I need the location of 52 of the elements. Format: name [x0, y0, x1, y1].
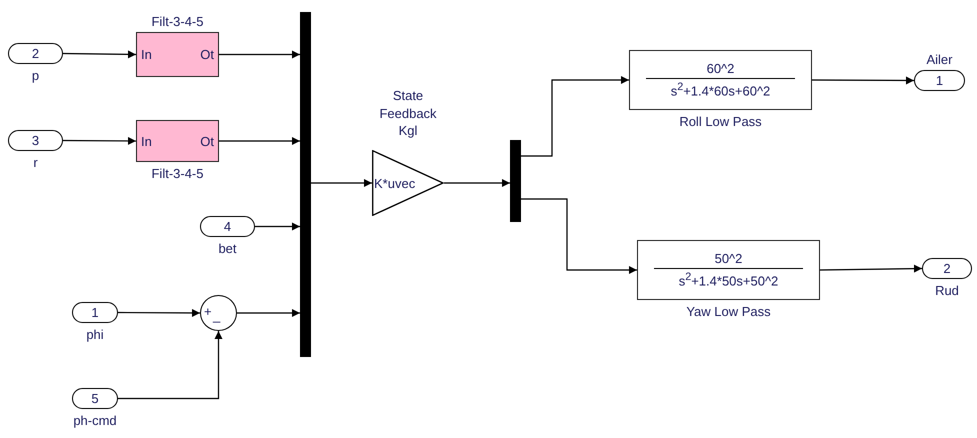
bus-bar	[300, 12, 311, 357]
signal-arrow	[63, 50, 136, 58]
port-label: In	[141, 134, 152, 148]
filter-block	[136, 32, 219, 77]
port-block: 5	[72, 388, 118, 409]
sign-label: +	[204, 305, 212, 318]
transfer-function-block	[629, 50, 812, 110]
block-label: Filt-3-4-5	[151, 13, 204, 31]
signal-arrow	[812, 76, 914, 84]
signal-arrow	[255, 222, 300, 230]
block-label: State Feedback Kgl	[378, 87, 438, 140]
denominator: s$^{2}$+1.4*60s+60^2	[670, 81, 770, 99]
signal-arrow	[219, 137, 300, 145]
signal-arrow	[118, 308, 200, 317]
port-label: Ot	[200, 47, 214, 62]
signal-arrow	[311, 179, 372, 187]
port-block: 1	[72, 302, 118, 323]
signal-arrow	[237, 309, 300, 317]
transfer-function-block	[637, 240, 820, 300]
block-label: Filt-3-4-5	[151, 165, 204, 183]
signal-arrow	[118, 331, 222, 400]
numerator: 50^2	[714, 251, 742, 266]
block-label: Yaw Low Pass	[686, 303, 771, 321]
filter-block	[136, 120, 219, 162]
sign-label: _	[213, 309, 220, 322]
gain-triangle	[372, 150, 444, 216]
signal-arrow	[63, 136, 136, 145]
port-block: 3	[8, 130, 63, 151]
signal-arrow	[219, 50, 300, 58]
block-label: p	[32, 67, 40, 85]
port-label: In	[141, 47, 152, 62]
port-block: 2	[8, 43, 63, 64]
port-block: 2	[922, 258, 972, 279]
block-label: bet	[218, 240, 237, 258]
signal-arrow	[521, 198, 637, 274]
signal-arrow	[820, 264, 922, 273]
port-block: 1	[914, 70, 965, 91]
sum-circle	[200, 295, 237, 331]
signal-arrow	[444, 179, 510, 187]
signal-arrow	[521, 76, 629, 157]
gain-label: K*uvec	[374, 176, 416, 190]
denominator: s$^{2}$+1.4*50s+50^2	[678, 271, 778, 289]
block-label: Ailer	[926, 51, 952, 69]
block-label: ph-cmd	[73, 412, 117, 430]
port-block: 4	[200, 216, 255, 237]
numerator: 60^2	[706, 61, 734, 76]
block-label: Rud	[935, 282, 959, 300]
block-label: r	[33, 154, 38, 172]
port-label: Ot	[200, 134, 214, 148]
block-label: Roll Low Pass	[679, 113, 762, 131]
bus-bar	[510, 140, 521, 222]
block-label: phi	[86, 326, 104, 344]
